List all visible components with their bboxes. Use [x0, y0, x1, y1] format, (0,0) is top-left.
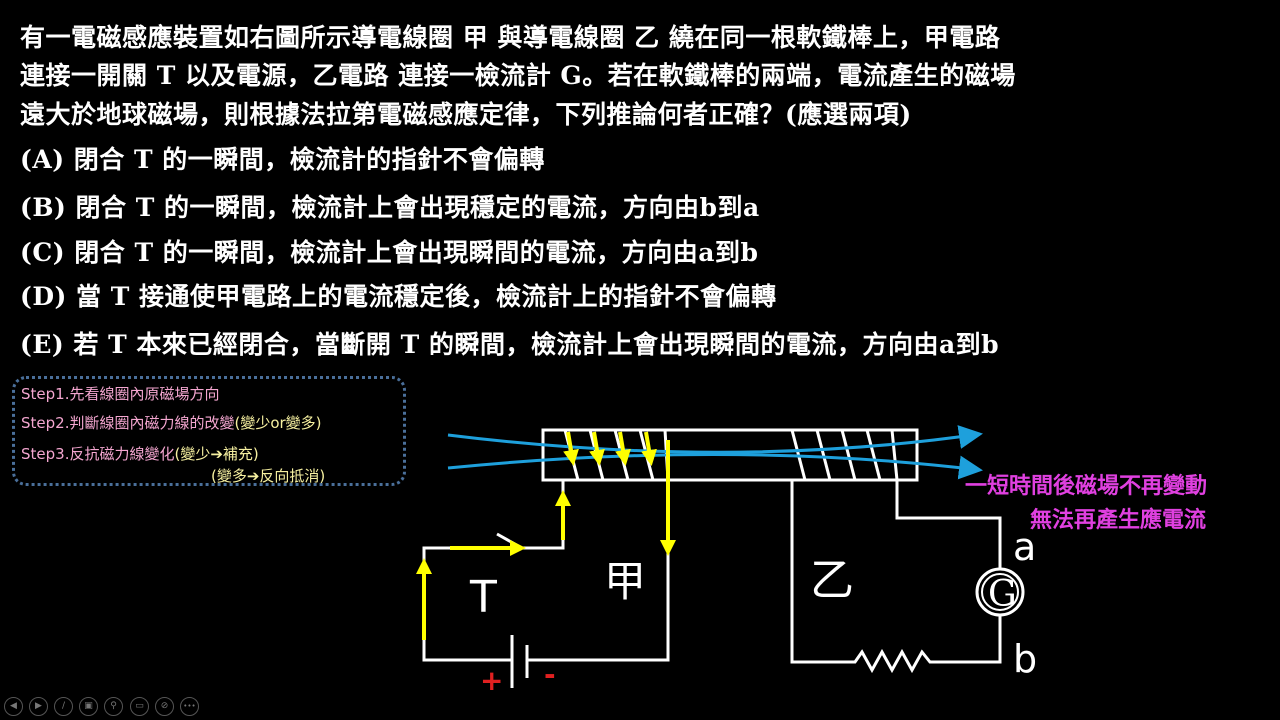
more-icon[interactable]: •••	[180, 697, 199, 716]
step-2-main: Step2.判斷線圈內磁力線的改變	[21, 414, 235, 432]
option-c: (C) 閉合 T 的一瞬間，檢流計上會出現瞬間的電流，方向由a到b	[20, 238, 759, 267]
battery	[510, 635, 529, 688]
iron-rod	[541, 428, 919, 482]
question-line-2: 連接一開關 T 以及電源，乙電路 連接一檢流計 G。若在軟鐵棒的兩端，電流產生的…	[20, 61, 1016, 90]
plus-sign: +	[480, 664, 503, 697]
pen-icon[interactable]: /	[54, 697, 73, 716]
subtitles-icon[interactable]: ▭	[130, 697, 149, 716]
step-2: Step2.判斷線圈內磁力線的改變(變少or變多)	[21, 412, 322, 433]
galvanometer	[975, 567, 1025, 617]
question-line-1: 有一電磁感應裝置如右圖所示導電線圈 甲 與導電線圈 乙 繞在同一根軟鐵棒上，甲電…	[20, 23, 1001, 52]
step-3-paren-1: (變少➔補充)	[174, 445, 259, 463]
galvanometer-label: G	[988, 574, 1017, 615]
step-3-main: Step3.反抗磁力線變化	[21, 445, 175, 463]
step-2-paren: (變少or變多)	[234, 414, 322, 432]
option-a: (A) 閉合 T 的一瞬間，檢流計的指針不會偏轉	[20, 145, 545, 174]
steps-box: Step1.先看線圈內原磁場方向 Step2.判斷線圈內磁力線的改變(變少or變…	[12, 376, 406, 486]
terminal-b: b	[1013, 637, 1037, 681]
option-b: (B) 閉合 T 的一瞬間，檢流計上會出現穩定的電流，方向由b到a	[20, 193, 760, 222]
option-d: (D) 當 T 接通使甲電路上的電流穩定後，檢流計上的指針不會偏轉	[20, 282, 777, 311]
step-3: Step3.反抗磁力線變化(變少➔補充)	[21, 443, 259, 464]
step-3-paren-2: (變多➔反向抵消)	[211, 467, 326, 485]
next-icon[interactable]: ▶	[29, 697, 48, 716]
minus-sign: -	[544, 658, 556, 691]
secondary-circuit-wire	[790, 480, 1002, 674]
note-line-1: 一短時間後磁場不再變動	[965, 474, 1208, 499]
zoom-icon[interactable]: ⚲	[104, 697, 123, 716]
primary-circuit-wire	[422, 480, 670, 662]
camera-off-icon[interactable]: ⊘	[155, 697, 174, 716]
current-arrows	[416, 431, 676, 640]
slides-icon[interactable]: ▣	[79, 697, 98, 716]
option-e: (E) 若 T 本來已經閉合，當斷開 T 的瞬間，檢流計上會出現瞬間的電流，方向…	[20, 330, 1000, 359]
switch-label: T	[469, 572, 497, 623]
coil-jia-label-text: 甲	[604, 557, 647, 606]
question-line-3: 遠大於地球磁場，則根據法拉第電磁感應定律，下列推論何者正確？(應選兩項)	[20, 100, 912, 129]
step-1: Step1.先看線圈內原磁場方向	[21, 385, 220, 403]
previous-icon[interactable]: ◀	[4, 697, 23, 716]
field-lines	[447, 425, 983, 480]
terminal-a: a	[1013, 525, 1036, 569]
coil-yi-label: 乙	[810, 555, 854, 606]
note-line-2: 無法再產生應電流	[1030, 508, 1207, 533]
